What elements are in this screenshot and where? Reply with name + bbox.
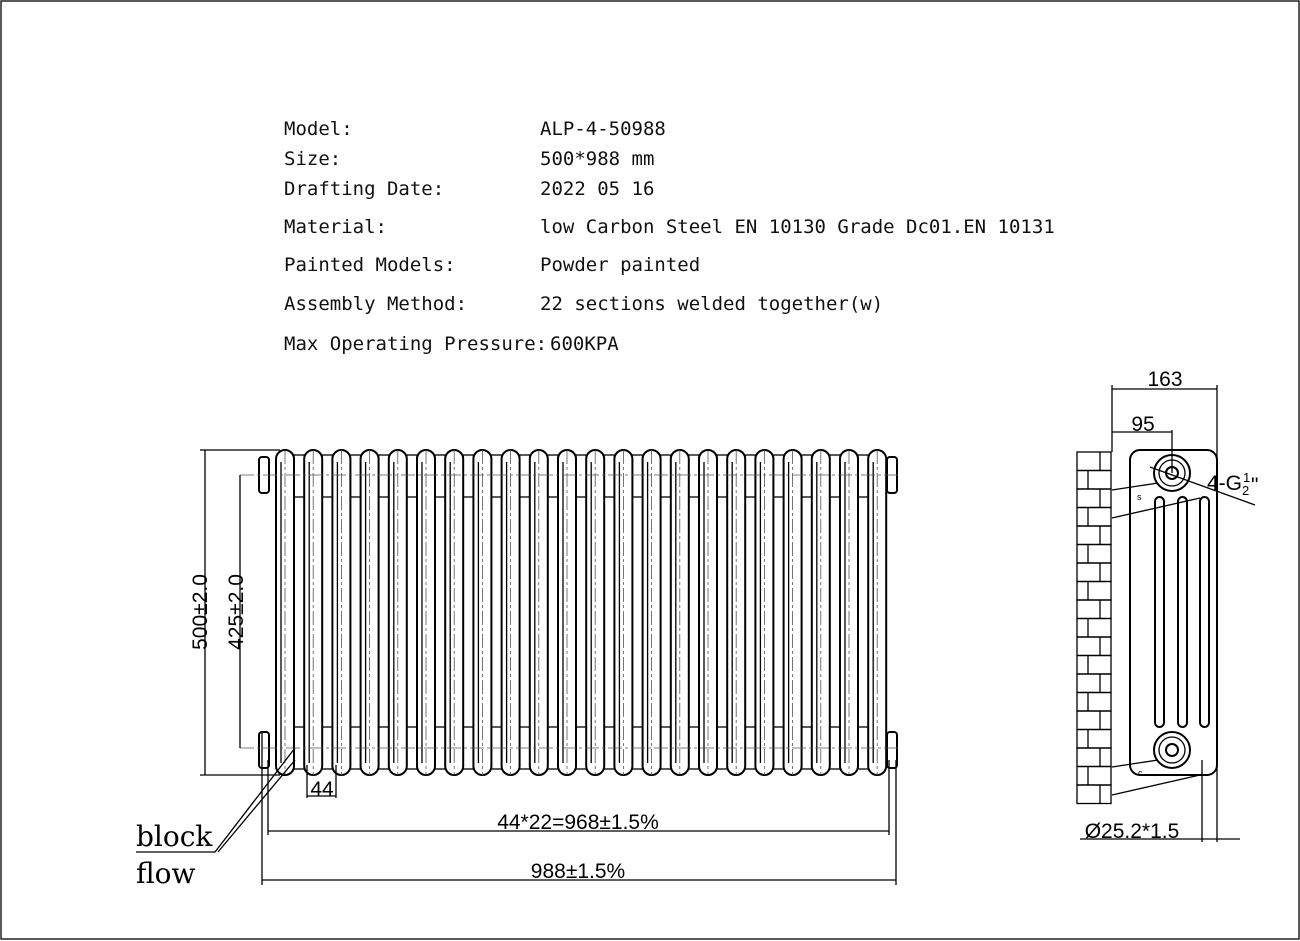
brick-row	[1076, 488, 1112, 509]
brick-row	[1076, 599, 1112, 620]
spec-label: Size:	[284, 148, 341, 170]
side-view-dimensions: 163 95 4-G 1 2 " Ø25.2*1.5 s c	[1085, 368, 1259, 843]
header-nipple	[659, 454, 672, 498]
pitch-dimension: 44	[310, 778, 334, 801]
spec-label: Model:	[284, 118, 353, 140]
header-nipple	[575, 454, 587, 498]
height-dimension: 500±2.0	[189, 574, 212, 650]
spec-value: low Carbon Steel EN 10130 Grade Dc01.EN …	[540, 216, 1055, 238]
thread-fraction-num: 1	[1243, 470, 1250, 485]
brick-row	[1076, 562, 1112, 583]
header-nipple	[829, 454, 841, 498]
brick-row	[1076, 451, 1112, 472]
thread-dimension: 4-G	[1207, 472, 1242, 495]
brick-row	[1076, 728, 1112, 749]
spec-value: 500*988 mm	[540, 148, 654, 170]
inner-width-dimension: 44*22=968±1.5%	[497, 811, 659, 834]
header-nipple	[716, 454, 728, 498]
flow-label: flow	[136, 857, 196, 890]
brick-row	[1076, 469, 1112, 490]
header-nipple	[772, 454, 785, 498]
header-nipple	[518, 454, 531, 498]
pipe-dimension: Ø25.2*1.5	[1085, 820, 1180, 843]
header-nipple	[377, 454, 390, 498]
bracket-line	[1111, 482, 1159, 491]
brick-row	[1076, 580, 1112, 601]
header-nipple	[688, 454, 700, 498]
thread-unit: "	[1251, 474, 1258, 497]
brick-row	[1076, 747, 1112, 768]
column-tube	[1199, 496, 1210, 728]
spec-label: Assembly Method:	[284, 293, 467, 315]
header-nipple	[349, 454, 362, 498]
block-label: block	[136, 820, 213, 853]
thread-fraction-den: 2	[1242, 483, 1249, 498]
centers-dimension: 425±2.0	[225, 574, 248, 650]
offset-dimension: 95	[1131, 413, 1154, 436]
brick-row	[1076, 543, 1112, 564]
brick-row	[1076, 784, 1112, 805]
connection-bore	[1165, 743, 1179, 757]
supply-mark: s	[1137, 492, 1142, 502]
spec-label: Drafting Date:	[284, 178, 444, 200]
column-tube	[1177, 496, 1188, 728]
return-mark: c	[1138, 768, 1143, 778]
brick-row	[1076, 525, 1112, 546]
spec-value: 600KPA	[550, 333, 619, 355]
header-nipple	[744, 454, 757, 498]
brick-row	[1076, 636, 1112, 657]
side-view	[1076, 385, 1256, 842]
spec-value: ALP-4-50988	[540, 118, 666, 140]
header-nipple	[434, 454, 446, 498]
spec-value: Powder painted	[540, 254, 700, 276]
brick-row	[1076, 654, 1112, 675]
connection-hex	[1158, 736, 1186, 764]
thread-leader	[1149, 466, 1256, 506]
front-view-dimensions: 500±2.0 425±2.0 44 44*22=968±1.5% 988±1.…	[136, 574, 659, 890]
header-nipple	[321, 454, 334, 498]
depth-dimension: 163	[1147, 368, 1182, 391]
connection-nut	[1153, 731, 1191, 769]
bracket-line	[1111, 759, 1159, 768]
spec-value: 22 sections welded together(w)	[540, 293, 883, 315]
header-nipple	[857, 454, 869, 498]
end-plug	[258, 731, 270, 769]
header-nipple	[406, 454, 418, 498]
brick-row	[1076, 710, 1112, 731]
brick-row	[1076, 617, 1112, 638]
header-nipple	[462, 454, 475, 498]
header-nipple	[293, 454, 305, 498]
bracket-line	[1111, 774, 1201, 796]
brick-row	[1076, 673, 1112, 694]
end-plug	[886, 731, 898, 769]
front-view	[136, 449, 900, 885]
spec-label: Material:	[284, 216, 387, 238]
brick-row	[1076, 691, 1112, 712]
column-tube	[1154, 496, 1165, 728]
spec-label: Max Operating Pressure:	[284, 333, 547, 355]
flow-leader	[217, 759, 296, 853]
spec-value: 2022 05 16	[540, 178, 654, 200]
block-leader	[136, 747, 296, 853]
brick-row	[1076, 506, 1112, 527]
header-nipple	[603, 454, 616, 498]
brick-row	[1076, 765, 1112, 786]
header-nipple	[631, 454, 644, 498]
overall-width-dimension: 988±1.5%	[531, 860, 625, 883]
header-nipple	[800, 454, 813, 498]
spec-label: Painted Models:	[284, 254, 456, 276]
bracket-line	[1111, 497, 1201, 519]
header-nipple	[547, 454, 559, 498]
header-nipple	[490, 454, 503, 498]
